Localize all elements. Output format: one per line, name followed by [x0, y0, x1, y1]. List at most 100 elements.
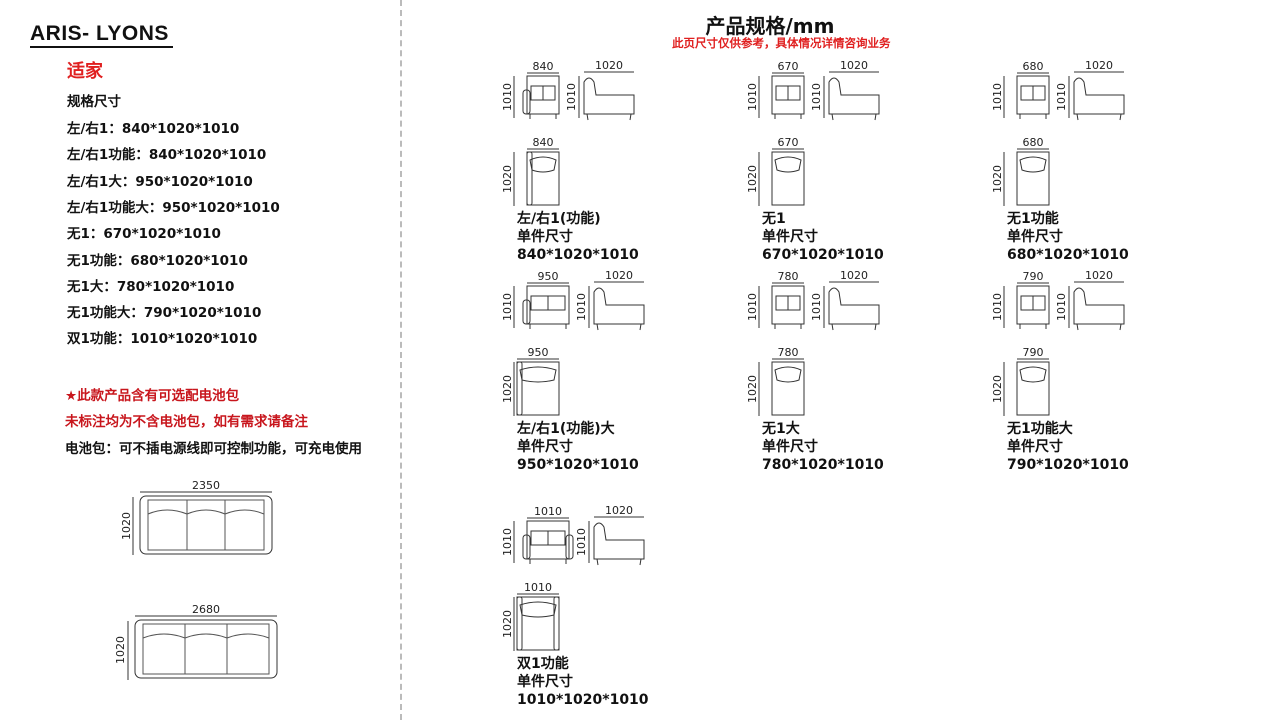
height-label: 1010 [1055, 293, 1068, 321]
width-label: 790 [1023, 270, 1044, 283]
module-dims: 780*1020*1010 [762, 457, 884, 473]
side-view: 1020 1010 [575, 505, 645, 566]
module-dims: 950*1020*1010 [517, 457, 639, 473]
module-name: 无1功能大 [1007, 421, 1073, 437]
width-label: 780 [778, 346, 799, 359]
brand-logo: ARIS- LYONS [30, 22, 173, 48]
front-view: 670 1010 [746, 60, 805, 119]
module-unit: 单件尺寸 [762, 439, 818, 455]
top-view: 670 1020 [746, 136, 805, 206]
module-name: 左/右1(功能) [517, 211, 601, 227]
height-label: 1010 [991, 293, 1004, 321]
side-view: 1020 1010 [575, 270, 645, 331]
width-label: 780 [778, 270, 799, 283]
front-view: 680 1010 [991, 60, 1050, 119]
module-unit: 单件尺寸 [1007, 439, 1063, 455]
depth-label: 1020 [1085, 270, 1113, 282]
module-name: 无1 [762, 211, 786, 227]
depth-label: 1020 [840, 60, 868, 72]
depth-label: 1020 [991, 375, 1004, 403]
module-dims: 840*1020*1010 [517, 247, 639, 263]
battery-remark: 未标注均为不含电池包，如有需求请备注 [65, 414, 308, 430]
top-view: 790 1020 [991, 346, 1050, 416]
spec-item: 左/右1大：950*1020*1010 [67, 173, 253, 190]
height-label: 1010 [991, 83, 1004, 111]
top-view: 780 1020 [746, 346, 805, 416]
module-drawing: 670 1010 1020 1010 670 1020 [746, 60, 880, 206]
page-divider [400, 0, 402, 720]
combo-sofa-3seat-large: 2680 1020 [114, 603, 278, 680]
module-spec-card: 790 1010 1020 1010 790 1020 无1功能大单件尺寸 790*1020*… [990, 270, 1230, 485]
depth-label: 1020 [605, 270, 633, 282]
height-label: 1010 [501, 83, 514, 111]
width-label: 670 [778, 136, 799, 149]
side-view: 1020 1010 [565, 60, 635, 121]
combo-sofa-drawings: 2350 1020 2680 1020 [114, 479, 278, 680]
module-name: 左/右1(功能)大 [517, 421, 615, 437]
spec-item: 左/右1功能：840*1020*1010 [67, 147, 267, 164]
module-dims: 790*1020*1010 [1007, 457, 1129, 473]
width-label: 840 [533, 60, 554, 73]
depth-label: 1020 [991, 165, 1004, 193]
width-label: 680 [1023, 136, 1044, 149]
depth-label: 1020 [746, 375, 759, 403]
module-dims: 680*1020*1010 [1007, 247, 1129, 263]
module-name: 无1大 [762, 421, 800, 437]
page-title: 产品规格/mm [705, 14, 835, 38]
battery-note: ★此款产品含有可选配电池包 [65, 388, 240, 404]
side-view: 1020 1010 [810, 60, 880, 121]
spec-item: 无1：670*1020*1010 [67, 226, 221, 243]
module-name: 双1功能 [517, 656, 569, 672]
width-label: 950 [528, 346, 549, 359]
height-label: 1010 [810, 83, 823, 111]
spec-item: 双1功能：1010*1020*1010 [67, 331, 258, 348]
depth-label: 1020 [605, 505, 633, 517]
front-view: 840 1010 [501, 60, 560, 119]
combo-depth-label: 1020 [120, 512, 133, 540]
width-label: 670 [778, 60, 799, 73]
depth-label: 1020 [840, 270, 868, 282]
width-label: 790 [1023, 346, 1044, 359]
module-unit: 单件尺寸 [762, 229, 818, 245]
series-name: 适家 [67, 61, 103, 82]
height-label: 1010 [575, 293, 588, 321]
height-label: 1010 [746, 83, 759, 111]
spec-item: 左/右1：840*1020*1010 [67, 121, 240, 137]
side-view: 1020 1010 [1055, 270, 1125, 331]
width-label: 1010 [524, 581, 552, 594]
height-label: 1010 [575, 528, 588, 556]
spec-item: 左/右1功能大：950*1020*1010 [67, 199, 280, 216]
depth-label: 1020 [595, 60, 623, 72]
module-name: 无1功能 [1007, 211, 1059, 227]
width-label: 680 [1023, 60, 1044, 73]
height-label: 1010 [565, 83, 578, 111]
combo-sofa-3seat: 2350 1020 [120, 479, 273, 555]
front-view: 790 1010 [991, 270, 1050, 329]
spec-item: 无1功能大：790*1020*1010 [67, 305, 262, 322]
battery-description: 电池包：可不插电源线即可控制功能，可充电使用 [65, 441, 362, 457]
width-label: 840 [533, 136, 554, 149]
module-dims: 1010*1020*1010 [517, 692, 649, 708]
depth-label: 1020 [746, 165, 759, 193]
